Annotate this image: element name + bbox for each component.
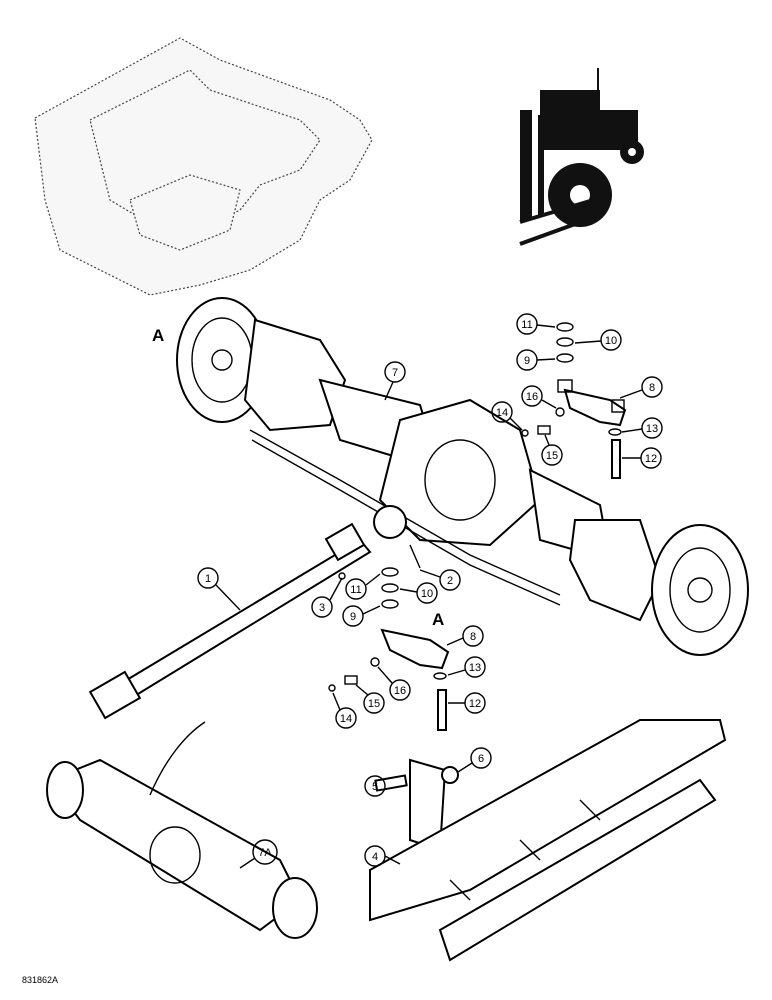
callout-4: 4 — [364, 845, 401, 867]
svg-text:16: 16 — [526, 391, 538, 403]
callout-7: 7 — [384, 361, 406, 401]
svg-text:6: 6 — [478, 753, 484, 765]
svg-text:5: 5 — [372, 781, 378, 793]
svg-text:16: 16 — [394, 685, 406, 697]
callout-14-upper: 14 — [491, 401, 523, 431]
svg-text:12: 12 — [645, 453, 657, 465]
callout-12-lower: 12 — [448, 692, 486, 714]
frame-ghost-section — [34, 37, 373, 296]
svg-text:7: 7 — [392, 367, 398, 379]
callout-16-upper: 16 — [521, 385, 557, 409]
svg-text:4: 4 — [372, 851, 378, 863]
svg-text:13: 13 — [469, 662, 481, 674]
callout-5: 5 — [364, 775, 386, 797]
mounting-cap-lower — [380, 628, 450, 670]
svg-text:11: 11 — [521, 319, 532, 331]
callout-8-lower: 8 — [446, 625, 484, 647]
mounting-cap-upper — [557, 379, 627, 427]
small-hardware — [328, 322, 622, 692]
reference-code: 831862A — [22, 975, 58, 985]
callout-9-upper: 9 — [516, 349, 556, 371]
svg-text:8: 8 — [470, 631, 476, 643]
svg-text:11: 11 — [350, 584, 361, 596]
callout-10-upper: 10 — [574, 329, 622, 351]
svg-text:3: 3 — [319, 602, 325, 614]
callouts: 1 2 3 4 5 6 7 7A 8 8 9 9 10 10 11 11 12 … — [197, 313, 663, 869]
callout-15-lower: 15 — [355, 684, 385, 714]
callout-11-lower: 11 — [345, 573, 381, 600]
callout-2: 2 — [419, 569, 461, 591]
callout-6: 6 — [457, 747, 492, 773]
svg-text:10: 10 — [421, 588, 433, 600]
view-marker-lower: A — [432, 610, 444, 629]
drive-axle-assembly — [176, 297, 749, 656]
callout-11-upper: 11 — [516, 313, 556, 335]
callout-9-lower: 9 — [342, 605, 381, 627]
svg-text:1: 1 — [205, 573, 211, 585]
callout-13-lower: 13 — [447, 656, 486, 678]
svg-text:8: 8 — [649, 382, 655, 394]
forklift-silhouette-icon — [519, 68, 644, 246]
callout-13-upper: 13 — [621, 417, 663, 439]
svg-text:10: 10 — [605, 335, 617, 347]
svg-text:14: 14 — [496, 407, 508, 419]
svg-text:13: 13 — [646, 423, 658, 435]
callout-12-upper: 12 — [622, 447, 662, 469]
callout-7a: 7A — [239, 839, 278, 869]
callout-1: 1 — [197, 567, 241, 611]
svg-text:2: 2 — [447, 575, 453, 587]
svg-text:12: 12 — [469, 698, 481, 710]
callout-10-lower: 10 — [399, 582, 438, 604]
cross-frame — [369, 719, 727, 962]
svg-text:9: 9 — [524, 355, 530, 367]
svg-text:9: 9 — [350, 611, 356, 623]
callout-14-lower: 14 — [332, 692, 357, 729]
view-marker-top: A — [152, 326, 164, 345]
svg-text:7A: 7A — [258, 847, 272, 859]
bracket-assembly — [374, 758, 459, 852]
bolts — [437, 439, 621, 731]
svg-text:15: 15 — [368, 698, 380, 710]
callout-8-upper: 8 — [619, 376, 663, 399]
drive-shaft — [88, 522, 372, 720]
svg-text:14: 14 — [340, 713, 352, 725]
callout-16-lower: 16 — [377, 666, 411, 701]
svg-text:15: 15 — [546, 450, 558, 462]
callout-15-upper: 15 — [541, 434, 563, 466]
axle-7a — [46, 721, 318, 939]
callout-3: 3 — [311, 577, 343, 618]
